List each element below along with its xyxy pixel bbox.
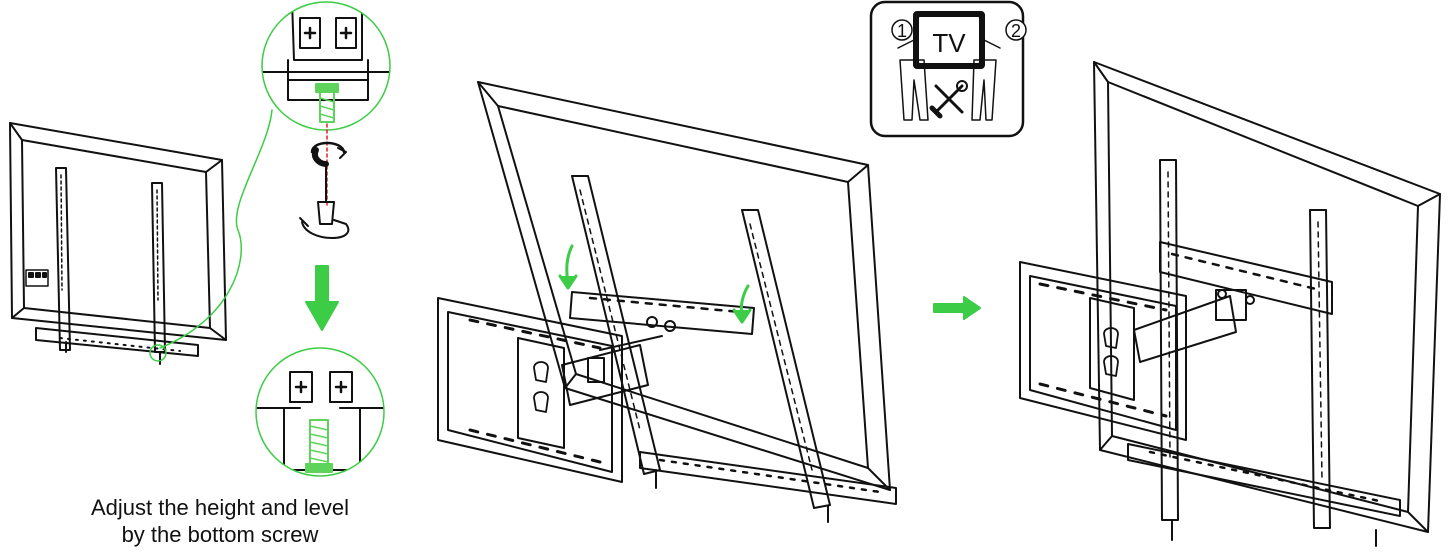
- hook-arrow-icon: [558, 244, 752, 324]
- green-right-arrow-icon: [933, 296, 981, 320]
- screwdriver-hand-icon: [299, 163, 350, 239]
- green-down-arrow-icon: [305, 265, 339, 331]
- tv-mounted-final: [1019, 61, 1441, 547]
- caption-line-1: Adjust the height and level: [90, 495, 350, 520]
- zoom-callout-line: [159, 109, 273, 349]
- person-1-label: 1: [897, 21, 907, 41]
- tv-hanging-on-arm: [437, 81, 897, 523]
- tv-back-with-brackets: [9, 122, 227, 365]
- rotate-arrow-icon: [310, 141, 347, 167]
- two-person-lift-box: TV 1 2: [869, 0, 1027, 138]
- screw-zoom-top: [261, 1, 391, 131]
- tv-label: TV: [932, 28, 966, 58]
- screw-zoom-bottom: [255, 347, 385, 477]
- person-2-label: 2: [1011, 21, 1021, 41]
- tools-icon: [929, 80, 968, 119]
- adjust-height-caption: Adjust the height and level by the botto…: [60, 494, 380, 548]
- caption-line-2: by the bottom screw: [121, 522, 319, 547]
